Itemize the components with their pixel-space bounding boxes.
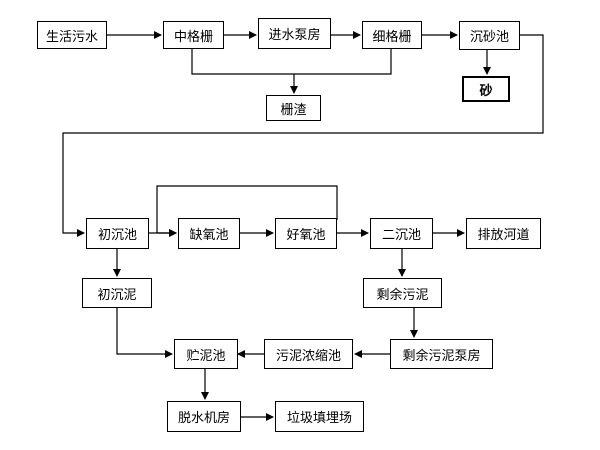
node-sludge-storage: 贮泥池 — [174, 339, 238, 369]
node-excess-sludge: 剩余污泥 — [363, 278, 442, 308]
node-landfill: 垃圾填埋场 — [275, 401, 364, 432]
node-sand: 砂 — [462, 76, 510, 102]
node-screenings: 栅渣 — [266, 95, 321, 121]
line-screens-to-screenings — [191, 49, 392, 75]
node-excess-sludge-pump-house: 剩余污泥泵房 — [390, 339, 493, 369]
node-dewatering-house: 脱水机房 — [167, 401, 241, 432]
node-secondary-clarifier: 二沉池 — [370, 218, 433, 249]
node-grit-chamber: 沉砂池 — [459, 21, 520, 50]
node-sludge-thickener: 污泥浓缩池 — [264, 339, 353, 369]
node-influent-pump-house: 进水泵房 — [258, 18, 331, 49]
arrow-primary-sludge-to-storage — [116, 308, 173, 358]
arrow-grit-chamber-to-primary-clarifier — [62, 34, 544, 237]
node-anoxic-tank: 缺氧池 — [178, 218, 240, 249]
node-aerobic-tank: 好氧池 — [275, 218, 337, 249]
node-primary-clarifier: 初沉池 — [86, 218, 149, 249]
node-domestic-sewage: 生活污水 — [37, 21, 107, 49]
node-fine-screen: 细格栅 — [362, 21, 422, 49]
node-medium-screen: 中格栅 — [163, 21, 224, 49]
node-discharge-river: 排放河道 — [466, 218, 541, 249]
arrow-recycle-loop — [156, 185, 338, 233]
node-primary-sludge: 初沉泥 — [82, 278, 152, 308]
